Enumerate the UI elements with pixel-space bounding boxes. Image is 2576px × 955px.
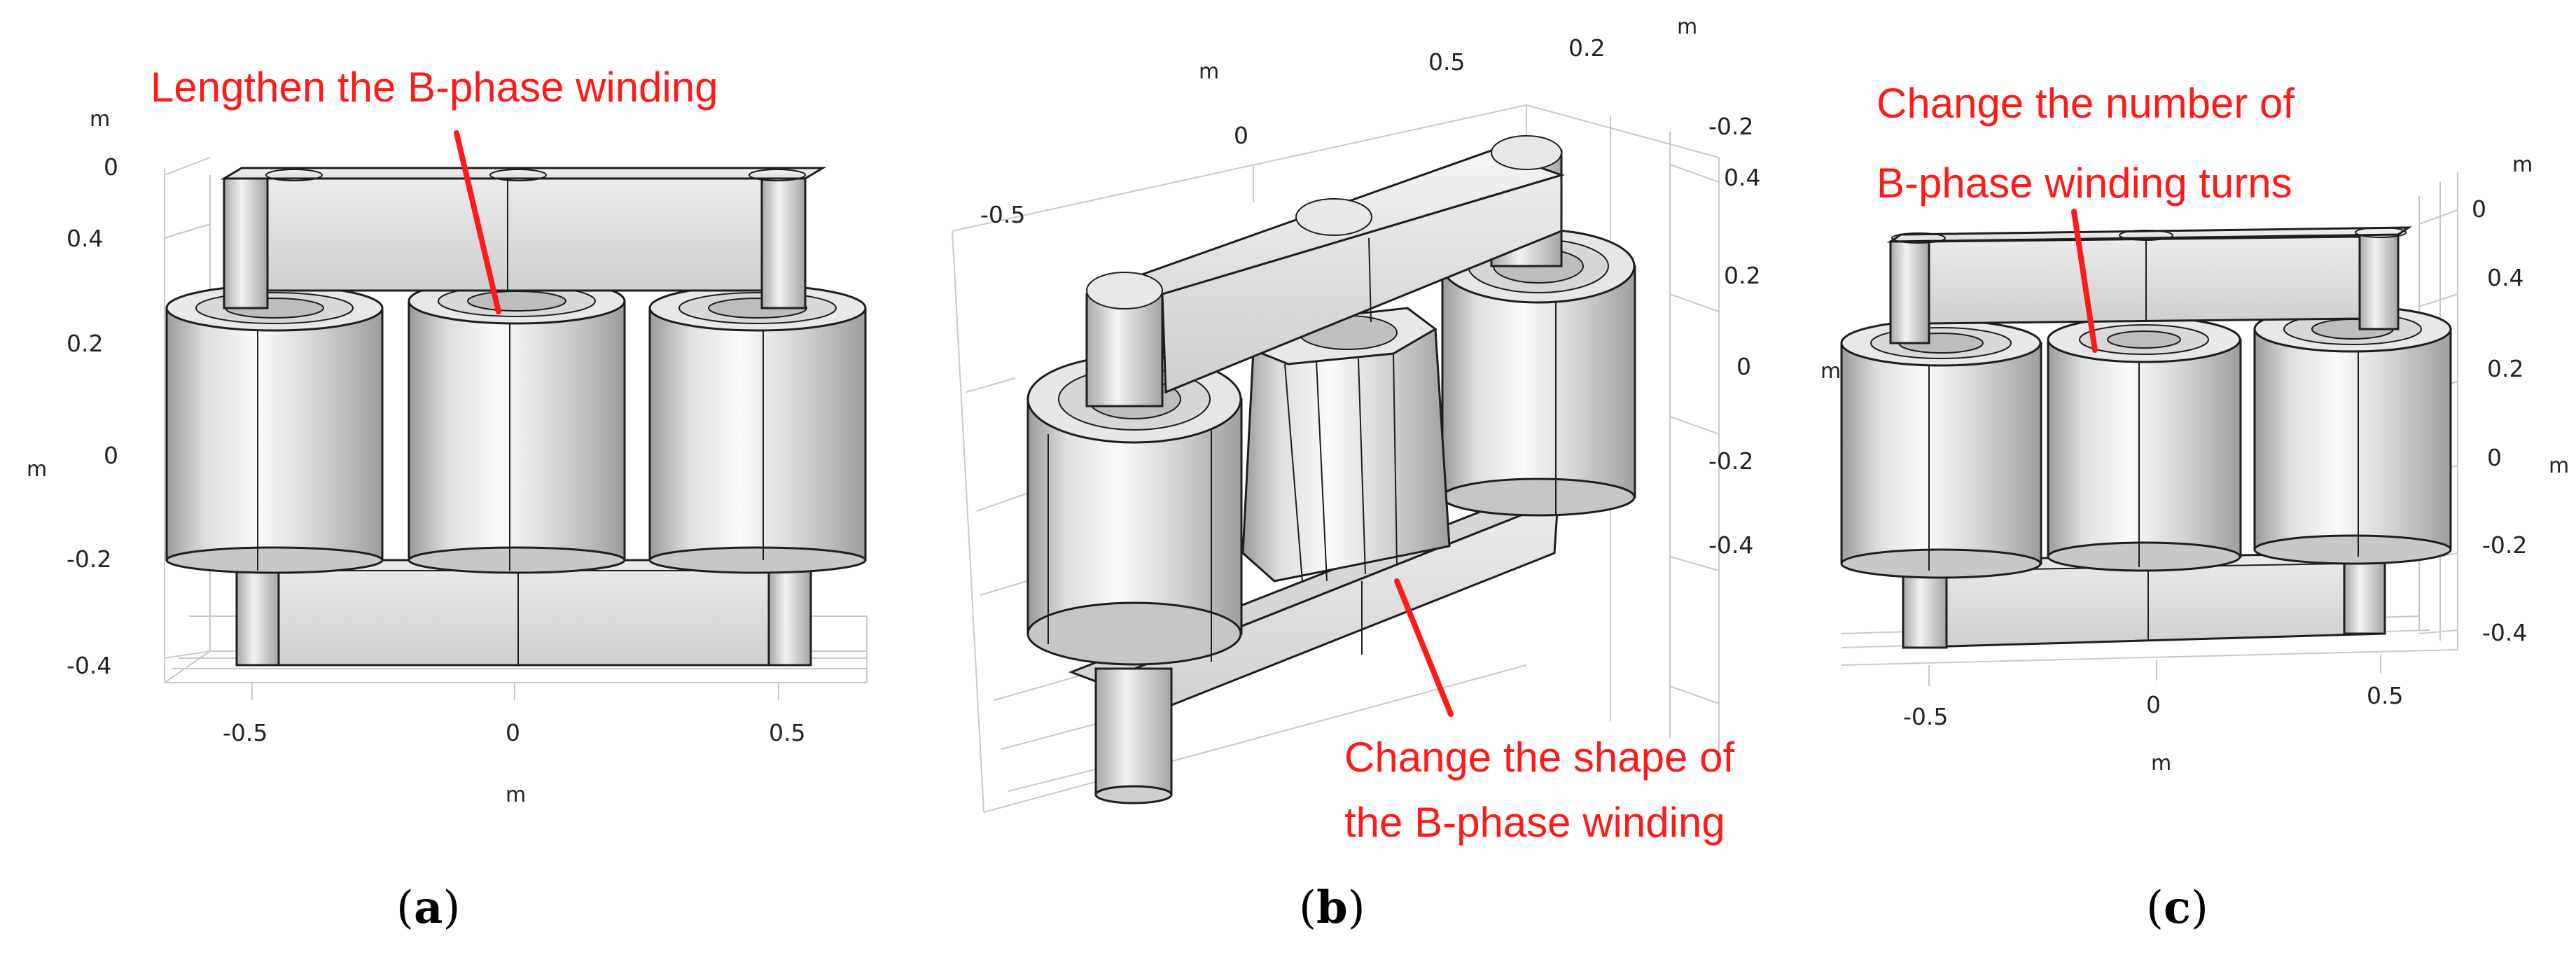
panel-b-grid: [952, 104, 1720, 813]
panel-a: 0 0.4 0.2 0 -0.2 -0.4 m m -0.5 0 0.5 m L…: [27, 64, 868, 934]
panel-c-z-tick-5: -0.2: [2482, 531, 2527, 559]
panel-c-x-tick-1: -0.5: [1903, 703, 1948, 730]
panel-c-z-tick-4: 0: [2487, 444, 2502, 471]
panel-c-annotation-line-1: Change the number of: [1877, 80, 2295, 127]
panel-b-winding-c: [1441, 228, 1636, 517]
panel-a-z-tick-2: 0.4: [67, 225, 103, 252]
panel-b-x-tick-2: 0: [1234, 122, 1248, 149]
panel-a-annotation-pointer: [454, 130, 501, 314]
panel-b-x-unit-top: m: [1199, 60, 1219, 84]
panel-a-bottom-yoke: [235, 559, 812, 667]
panel-c-winding-b: [2047, 316, 2242, 572]
panel-c-y-unit: m: [2549, 454, 2569, 478]
panel-b-z-tick-3: 0.2: [1724, 262, 1760, 289]
panel-a-z-tick-6: -0.4: [67, 652, 111, 679]
panel-a-x-tick-1: -0.5: [223, 719, 267, 746]
panel-a-x-tick-3: 0.5: [769, 719, 805, 746]
panel-b-z-tick-4: 0: [1736, 353, 1751, 380]
panel-a-z-tick-4: 0: [104, 442, 118, 469]
panel-a-winding-c: [648, 284, 867, 574]
panel-c: m 0 0.4 0.2 0 -0.2 -0.4 m m -0.5 0 0.5 m…: [1820, 80, 2569, 934]
panel-b-annotation-pointer: [1394, 578, 1454, 717]
panel-b-x-tick-4: 0.2: [1568, 34, 1605, 62]
panel-a-x-unit: m: [506, 783, 526, 807]
panel-c-x-tick-3: 0.5: [2367, 682, 2403, 709]
panel-a-winding-a: [165, 284, 384, 574]
panel-b-x-tick-1: -0.5: [980, 201, 1025, 228]
panel-a-z-tick-1: 0: [104, 153, 118, 181]
panel-a-z-tick-5: -0.2: [67, 545, 111, 573]
panel-c-x-unit: m: [2151, 751, 2171, 776]
panel-c-winding-a: [1840, 319, 2042, 579]
panel-a-top-yoke: [220, 167, 827, 292]
panel-b-z-tick-1: -0.2: [1708, 113, 1753, 140]
panel-c-top-yoke: [1886, 226, 2413, 325]
panel-c-z-tick-2: 0.4: [2487, 264, 2523, 291]
panel-b-z-tick-6: -0.4: [1708, 531, 1753, 559]
panel-b-z-unit: m: [1677, 15, 1697, 39]
panel-c-y-unit-left: m: [1820, 359, 1841, 384]
panel-c-z-tick-3: 0.2: [2487, 355, 2523, 382]
panel-b-annotation-line-2: the B-phase winding: [1344, 799, 1725, 846]
panel-c-z-unit-top: m: [2512, 153, 2533, 177]
panel-c-annotation-pointer: [2071, 209, 2098, 353]
panel-c-winding-c: [2253, 305, 2452, 565]
panel-c-z-tick-6: -0.4: [2482, 619, 2527, 646]
panel-c-z-tick-1: 0: [2472, 195, 2486, 223]
panel-b-x-tick-3: 0.5: [1428, 48, 1465, 76]
panel-a-core-legs: [223, 177, 807, 309]
panel-c-x-tick-2: 0: [2146, 691, 2161, 718]
panel-b-top-yoke: [1086, 135, 1565, 394]
panel-a-caption: (a): [396, 881, 460, 934]
panel-a-x-tick-2: 0: [506, 719, 520, 746]
panel-a-winding-b: [408, 277, 626, 574]
panel-b-caption: (b): [1299, 881, 1365, 934]
panel-c-caption: (c): [2146, 881, 2208, 934]
panel-a-z-tick-3: 0.2: [67, 330, 103, 357]
panel-a-annotation: Lengthen the B-phase winding: [151, 64, 718, 111]
panel-a-z-unit-top: m: [90, 107, 110, 132]
panel-b-z-tick-2: 0.4: [1724, 164, 1760, 191]
panel-c-annotation-line-2: B-phase winding turns: [1877, 160, 2292, 207]
panel-a-y-unit: m: [27, 457, 47, 482]
panel-b-annotation-line-1: Change the shape of: [1344, 734, 1734, 781]
panel-b: m -0.5 0 0.5 0.2 m -0.2 0.4 0.2 0 -0.2 -…: [952, 15, 1760, 934]
panel-b-z-tick-5: -0.2: [1708, 447, 1753, 475]
